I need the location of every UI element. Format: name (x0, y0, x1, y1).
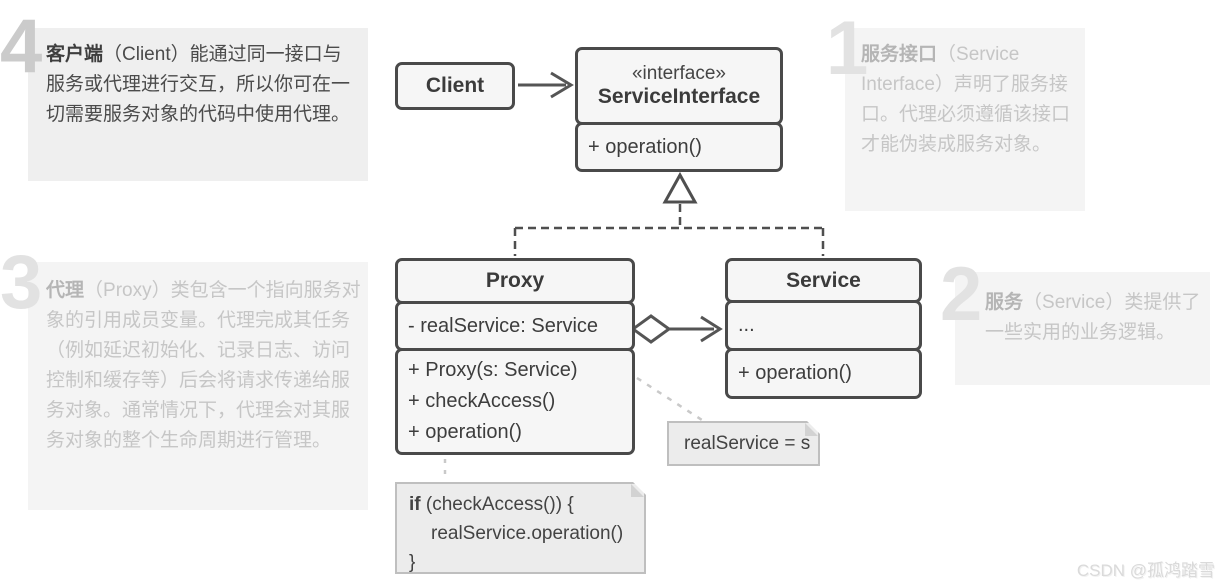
uml-note-code: if (checkAccess()) { realService.operati… (395, 482, 646, 574)
class-box-service: Service ... + operation() (725, 258, 922, 399)
note-connector-lines (443, 376, 703, 481)
csdn-watermark: CSDN @孤鸿踏雪 (1076, 561, 1215, 580)
callout-proxy: 代理（Proxy）类包含一个指向服务对象的引用成员变量。代理完成其任务（例如延迟… (28, 262, 368, 510)
interface-methods-compartment: + operation() (575, 122, 783, 172)
callout-client: 客户端（Client）能通过同一接口与服务或代理进行交互，所以你可在一切需要服务… (28, 28, 368, 181)
callout-service-body: （Service）类提供了一些实用的业务逻辑。 (985, 292, 1201, 343)
note-assignment-text: realService = s (684, 432, 811, 454)
class-box-service-interface: «interface» ServiceInterface + operation… (575, 47, 783, 172)
proxy-class-name: Proxy (485, 269, 545, 292)
callout-number-4: 4 (0, 4, 43, 89)
proxy-method: + operation() (408, 421, 522, 443)
callout-service-lead: 服务 (985, 292, 1024, 313)
callout-service: 服务（Service）类提供了一些实用的业务逻辑。 (955, 272, 1210, 385)
callout-service-interface: 服务接口（Service Interface）声明了服务接口。代理必须遵循该接口… (845, 28, 1085, 211)
service-methods-compartment: + operation() (725, 348, 922, 399)
callout-client-text: 客户端（Client）能通过同一接口与服务或代理进行交互，所以你可在一切需要服务… (28, 28, 368, 130)
class-box-proxy: Proxy - realService: Service + Proxy(s: … (395, 258, 635, 455)
service-attribute-ellipsis: ... (738, 314, 755, 336)
callout-service-text: 服务（Service）类提供了一些实用的业务逻辑。 (955, 272, 1210, 348)
note-code-line1-rest: (checkAccess()) { (420, 494, 574, 515)
proxy-title-compartment: Proxy (395, 258, 635, 304)
proxy-attributes-compartment: - realService: Service (395, 301, 635, 351)
service-attributes-compartment: ... (725, 300, 922, 351)
callout-service-interface-lead: 服务接口 (861, 44, 938, 65)
realization-dashed-lines (513, 204, 825, 256)
realization-triangle-arrowhead (662, 171, 698, 204)
callout-proxy-body: （Proxy）类包含一个指向服务对象的引用成员变量。代理完成其任务（例如延迟初始… (46, 280, 361, 451)
note-code-keyword: if (409, 494, 421, 515)
client-title-compartment: Client (395, 62, 515, 110)
client-class-name: Client (425, 74, 485, 97)
proxy-methods-compartment: + Proxy(s: Service) + checkAccess() + op… (395, 348, 635, 455)
proxy-attribute: - realService: Service (408, 314, 599, 337)
callout-proxy-lead: 代理 (46, 280, 85, 301)
proxy-method: + Proxy(s: Service) (408, 359, 578, 381)
uml-note-assignment: realService = s (667, 421, 820, 466)
callout-number-3: 3 (0, 240, 43, 325)
callout-service-interface-body: （Service Interface）声明了服务接口。代理必须遵循该接口才能伪装… (861, 44, 1071, 155)
callout-number-1: 1 (826, 6, 869, 91)
association-arrow-client-to-interface (518, 71, 574, 99)
callout-client-body: （Client）能通过同一接口与服务或代理进行交互，所以你可在一切需要服务对象的… (46, 44, 351, 125)
interface-class-name: ServiceInterface (597, 85, 761, 108)
interface-stereotype: «interface» (631, 63, 726, 84)
callout-number-2: 2 (940, 252, 983, 337)
note-code-line1: if (checkAccess()) { (409, 490, 634, 519)
service-class-name: Service (786, 268, 861, 292)
callout-client-lead: 客户端 (46, 44, 104, 65)
service-method: + operation() (738, 362, 852, 384)
note-code-line2: realService.operation() (431, 523, 624, 544)
service-title-compartment: Service (725, 258, 922, 303)
callout-proxy-text: 代理（Proxy）类包含一个指向服务对象的引用成员变量。代理完成其任务（例如延迟… (28, 262, 368, 456)
aggregation-proxy-to-service (630, 314, 723, 344)
proxy-method: + checkAccess() (408, 390, 556, 412)
callout-service-interface-text: 服务接口（Service Interface）声明了服务接口。代理必须遵循该接口… (845, 28, 1085, 160)
note-code-line3: } (409, 552, 416, 573)
interface-title-compartment: «interface» ServiceInterface (575, 47, 783, 125)
class-box-client: Client (395, 62, 515, 110)
interface-method: + operation() (588, 135, 702, 158)
